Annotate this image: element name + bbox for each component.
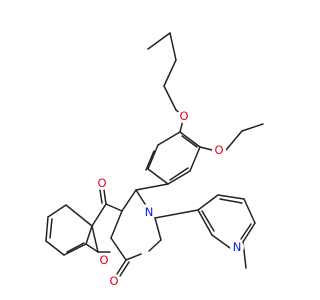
- bond: [125, 253, 142, 261]
- bond: [197, 194, 219, 211]
- bond: [157, 131, 181, 146]
- ether-oxygen-label: O: [179, 109, 188, 123]
- bond: [179, 131, 201, 148]
- pyridine-nitrogen-label: N: [233, 240, 242, 254]
- bond: [154, 209, 199, 219]
- lactam-oxygen: O: [107, 274, 121, 288]
- bond: [45, 216, 49, 242]
- bond: [147, 168, 169, 185]
- ethoxy-oxygen-label: O: [214, 143, 223, 157]
- bond: [66, 242, 85, 253]
- bond: [105, 203, 123, 212]
- bond: [243, 198, 256, 224]
- bond: [63, 243, 87, 256]
- ketone-oxygen: O: [95, 176, 109, 190]
- bond: [119, 261, 130, 277]
- bond: [91, 225, 99, 253]
- bond: [110, 237, 127, 261]
- atom-labels: O O O O N O N: [95, 109, 244, 288]
- ether-oxygen-upper: O: [177, 109, 191, 123]
- bond: [169, 32, 177, 61]
- bond: [47, 204, 67, 218]
- bond: [147, 32, 171, 50]
- ring-oxygen: O: [97, 253, 111, 267]
- lactam-nitrogen-label: N: [145, 205, 154, 219]
- lactam-nitrogen: N: [142, 205, 156, 219]
- bond: [147, 144, 159, 170]
- bond: [116, 259, 127, 275]
- bond: [169, 167, 189, 181]
- bond: [242, 222, 256, 243]
- bond: [103, 189, 107, 205]
- bond: [145, 150, 155, 171]
- bond: [121, 189, 137, 212]
- bond: [201, 210, 215, 232]
- bond: [85, 225, 93, 245]
- bond: [189, 146, 201, 172]
- bond: [197, 209, 213, 236]
- bond: [49, 218, 53, 239]
- bond: [154, 217, 162, 241]
- lactam-oxygen-label: O: [109, 274, 118, 288]
- bond: [91, 203, 107, 227]
- bond: [241, 123, 264, 132]
- bond: [199, 146, 213, 151]
- bond: [135, 183, 169, 191]
- bond: [240, 223, 252, 240]
- bond: [225, 130, 243, 151]
- bond: [65, 204, 93, 227]
- bond: [135, 189, 146, 205]
- ether-oxygen-ethoxy: O: [212, 143, 226, 157]
- bond: [211, 234, 231, 249]
- ketone-oxygen-label: O: [97, 176, 106, 190]
- bond: [163, 85, 177, 111]
- bond-lines: [45, 32, 264, 277]
- bond: [217, 194, 245, 200]
- molecule-diagram: O O O O N O N: [45, 32, 264, 288]
- bond: [163, 59, 177, 87]
- bond: [181, 135, 198, 148]
- bond: [110, 210, 123, 239]
- bond: [148, 239, 162, 252]
- bond: [85, 243, 99, 253]
- bond: [45, 240, 65, 256]
- pyridine-nitrogen: N: [230, 240, 244, 254]
- bond: [167, 170, 191, 185]
- bond: [219, 198, 243, 204]
- bond: [99, 189, 103, 204]
- structure-canvas: O O O O N O N: [45, 32, 264, 288]
- ring-oxygen-label: O: [99, 253, 108, 267]
